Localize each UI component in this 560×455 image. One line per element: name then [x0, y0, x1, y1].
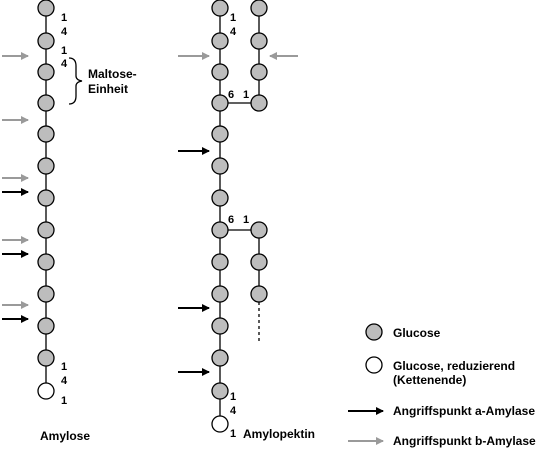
branch2-glucose	[250, 253, 268, 271]
amylopektin-glucose	[211, 0, 229, 17]
amylopektin-top-bond-1: 1	[230, 12, 236, 24]
amylopektin-glucose	[211, 253, 229, 271]
amylopektin-glucose	[211, 63, 229, 81]
legend-glucose-label: Glucose	[393, 326, 441, 340]
amylose-glucose	[37, 63, 55, 81]
branch1-bond-1: 1	[243, 89, 249, 101]
branch2-glucose	[250, 285, 268, 303]
legend-reducing-end-line2: (Kettenende)	[393, 373, 466, 387]
amylose-glucose	[37, 317, 55, 335]
amylose-caption: Amylose	[40, 429, 90, 443]
amylose-glucose	[37, 253, 55, 271]
amylopektin-glucose	[211, 157, 229, 175]
branch1-glucose	[250, 0, 268, 17]
legend-reducing-end-icon	[365, 356, 383, 374]
glucose-units	[37, 0, 268, 433]
amylose-top-bond-1b: 1	[61, 45, 67, 57]
amylose-bottom-bond-1a: 1	[61, 361, 67, 373]
amylose-top-bond-4a: 4	[61, 26, 68, 38]
amylose-glucose	[37, 157, 55, 175]
legend-glucose-icon	[365, 323, 383, 341]
amylose-glucose	[37, 285, 55, 303]
branch2-bond-6: 6	[228, 214, 234, 226]
amylopektin-glucose	[211, 382, 229, 400]
amylopektin-glucose	[211, 349, 229, 367]
maltose-label-line1: Maltose-	[88, 67, 137, 81]
amylopektin-glucose	[211, 317, 229, 335]
amylose-top-bond-1a: 1	[61, 12, 67, 24]
amylose-top-bond-4b: 4	[61, 58, 68, 70]
amylose-glucose	[37, 221, 55, 239]
maltose-label-line2: Einheit	[88, 82, 128, 96]
amylopektin-bottom-bond-1a: 1	[230, 391, 236, 403]
branch1-bond-6: 6	[228, 89, 234, 101]
amylopektin-glucose	[211, 125, 229, 143]
branch1-glucose	[250, 94, 268, 112]
amylopektin-bottom-bond-4: 4	[230, 405, 237, 417]
branch1-glucose	[250, 63, 268, 81]
amylopektin-glucose	[211, 94, 229, 112]
amylose-glucose	[37, 0, 55, 17]
amylopektin-glucose	[211, 285, 229, 303]
legend-reducing-end-line1: Glucose, reduzierend	[393, 359, 515, 373]
legend: Glucose Glucose, reduzierend (Kettenende…	[348, 323, 536, 448]
branch1-glucose	[250, 32, 268, 50]
maltose-brace	[68, 57, 83, 105]
amylose-bottom-bond-4: 4	[61, 375, 68, 387]
amylose-glucose	[37, 94, 55, 112]
amylopektin-glucose	[211, 189, 229, 207]
legend-beta-label: Angriffspunkt b-Amylase	[393, 434, 536, 448]
amylopektin-reducing-end	[211, 415, 229, 433]
legend-alpha-label: Angriffspunkt a-Amylase	[393, 404, 535, 418]
amylopektin-caption: Amylopektin	[243, 427, 315, 441]
amylose-reducing-end	[37, 382, 55, 400]
amylopektin-glucose	[211, 32, 229, 50]
branch2-glucose	[250, 221, 268, 239]
amylopektin-top-bond-4: 4	[230, 26, 237, 38]
amylopektin-bottom-bond-1b: 1	[230, 428, 236, 440]
amylopektin-glucose	[211, 221, 229, 239]
amylose-glucose	[37, 189, 55, 207]
amylose-glucose	[37, 32, 55, 50]
amylose-glucose	[37, 125, 55, 143]
branch2-bond-1: 1	[243, 214, 249, 226]
amylose-glucose	[37, 349, 55, 367]
amylase-attack-arrows	[2, 52, 298, 376]
amylose-bottom-bond-1b: 1	[61, 395, 67, 407]
